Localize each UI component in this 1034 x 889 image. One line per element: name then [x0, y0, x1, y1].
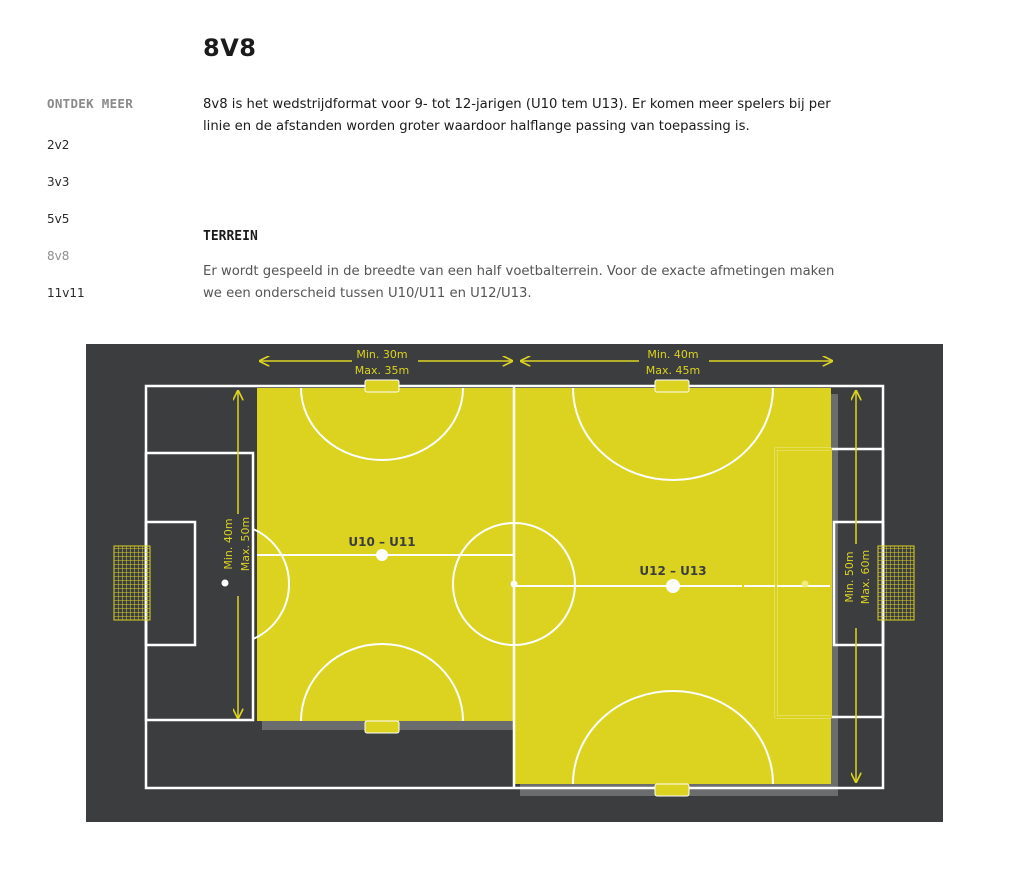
large-field-box: [775, 448, 832, 718]
length-large-min-label: Min. 50m: [843, 551, 856, 602]
goal-large-top-icon: [654, 379, 690, 393]
left-goal-net-icon: [113, 545, 151, 621]
field-dimensions-figure: Min. 30m Max. 35m Min. 40m Max. 45m Min.…: [86, 344, 943, 822]
small-center-spot: [376, 549, 388, 561]
goal-small-bottom-icon: [364, 720, 400, 734]
sidebar-item-11v11: 11v11: [47, 286, 85, 323]
width-large-min-label: Min. 40m: [647, 348, 698, 361]
sidebar-item-2v2: 2v2: [47, 138, 85, 175]
left-penalty-arc: [252, 528, 291, 640]
goal-small-top-icon: [364, 379, 400, 393]
sidebar-heading: ONTDEK MEER: [47, 96, 134, 111]
field-diagram: Min. 30m Max. 35m Min. 40m Max. 45m Min.…: [113, 348, 915, 797]
terrain-text: Er wordt gespeeld in de breedte van een …: [203, 264, 835, 301]
goal-large-bottom-icon: [654, 783, 690, 797]
sidebar-link-3v3[interactable]: 3v3: [47, 175, 70, 189]
sidebar-item-8v8: 8v8: [47, 249, 85, 286]
pitch-center-circle: [452, 522, 576, 646]
large-penalty-spot: [801, 580, 809, 588]
length-large-max-label: Max. 60m: [859, 550, 872, 604]
sidebar-link-5v5[interactable]: 5v5: [47, 212, 70, 226]
field-u10-u11-label: U10 – U11: [348, 535, 415, 549]
pitch-center-spot: [510, 580, 518, 588]
left-goal-area: [144, 520, 197, 647]
sidebar-item-3v3: 3v3: [47, 175, 85, 212]
width-large-max-label: Max. 45m: [646, 364, 700, 377]
sidebar-link-2v2[interactable]: 2v2: [47, 138, 70, 152]
right-goal-net-icon: [877, 545, 915, 621]
intro-text: 8v8 is het wedstrijdformat voor 9- tot 1…: [203, 97, 831, 134]
small-top-arc: [300, 388, 464, 461]
small-bottom-arc: [300, 643, 464, 721]
left-penalty-spot: [221, 579, 229, 587]
length-small-max-label: Max. 50m: [239, 517, 252, 571]
page-title: 8V8: [203, 34, 257, 62]
sidebar-link-11v11[interactable]: 11v11: [47, 286, 85, 300]
left-penalty-area: [144, 451, 255, 722]
length-small-min-label: Min. 40m: [222, 518, 235, 569]
sidebar-item-5v5: 5v5: [47, 212, 85, 249]
terrain-heading: TERREIN: [203, 229, 258, 244]
sidebar-nav: 2v2 3v3 5v5 8v8 11v11: [47, 138, 85, 323]
field-u12-u13-label: U12 – U13: [639, 564, 706, 578]
large-center-spot: [666, 579, 680, 593]
sidebar-link-8v8[interactable]: 8v8: [47, 249, 70, 263]
large-bottom-arc: [572, 690, 774, 784]
width-small-max-label: Max. 35m: [355, 364, 409, 377]
width-small-min-label: Min. 30m: [356, 348, 407, 361]
large-top-arc: [572, 388, 774, 481]
